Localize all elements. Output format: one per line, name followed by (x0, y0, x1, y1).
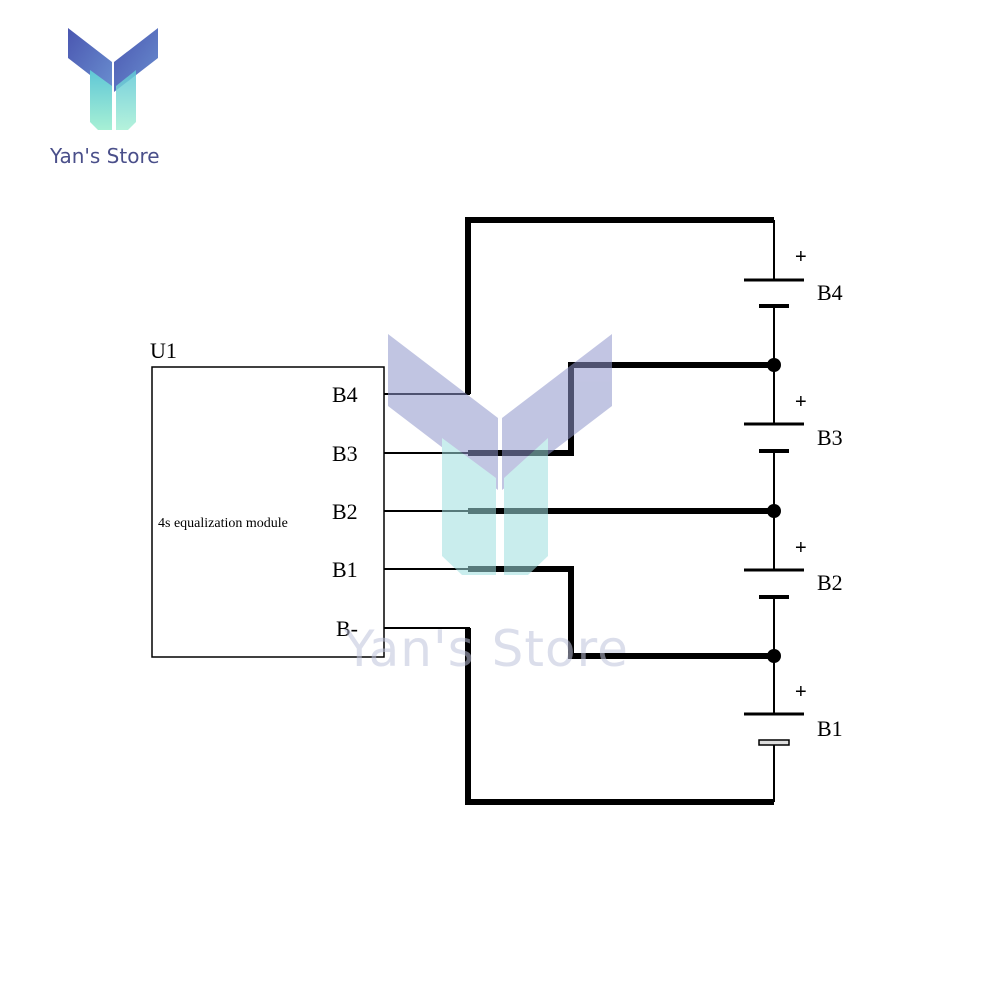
polarity-b2: + (795, 537, 807, 559)
negative-plate (758, 739, 790, 746)
module-description: 4s equalization module (158, 516, 288, 531)
battery-b4 (744, 278, 804, 308)
wire-bminus (465, 628, 774, 805)
pin-label-b3: B3 (332, 441, 358, 466)
logo-left-arm-icon (68, 28, 112, 92)
battery-labels: + B4 + B3 + B2 + B1 (795, 246, 843, 741)
pin-label-b1: B1 (332, 557, 358, 582)
battery-label-b2: B2 (817, 570, 843, 595)
logo-right-arm-icon (114, 28, 158, 92)
junction-dot (767, 649, 781, 663)
junctions (767, 358, 781, 663)
watermark: Yan's Store (343, 334, 629, 678)
logo-stem-icon (90, 70, 112, 130)
pin-label-bminus: B- (336, 616, 358, 641)
pin-label-b4: B4 (332, 382, 358, 407)
logo-stem-right-icon (116, 70, 136, 130)
module-u1: U1 4s equalization module B4 B3 B2 B1 B- (150, 338, 385, 658)
brand-logo: Yan's Store (49, 28, 160, 168)
junction-dot (767, 358, 781, 372)
module-designator: U1 (150, 338, 177, 363)
watermark-left-arm-icon (388, 334, 498, 490)
battery-label-b1: B1 (817, 716, 843, 741)
wire-b4 (465, 217, 774, 394)
polarity-b4: + (795, 246, 807, 268)
watermark-right-arm-icon (502, 334, 612, 490)
battery-label-b4: B4 (817, 280, 843, 305)
polarity-b1: + (795, 681, 807, 703)
battery-b3 (744, 422, 804, 453)
watermark-stem-icon (442, 438, 496, 575)
battery-label-b3: B3 (817, 425, 843, 450)
watermark-stem-right-icon (504, 438, 548, 575)
pin-label-b2: B2 (332, 499, 358, 524)
battery-b2 (744, 568, 804, 599)
battery-b1 (744, 712, 804, 746)
junction-dot (767, 504, 781, 518)
brand-name: Yan's Store (49, 144, 160, 168)
watermark-text: Yan's Store (343, 620, 629, 678)
polarity-b3: + (795, 391, 807, 413)
